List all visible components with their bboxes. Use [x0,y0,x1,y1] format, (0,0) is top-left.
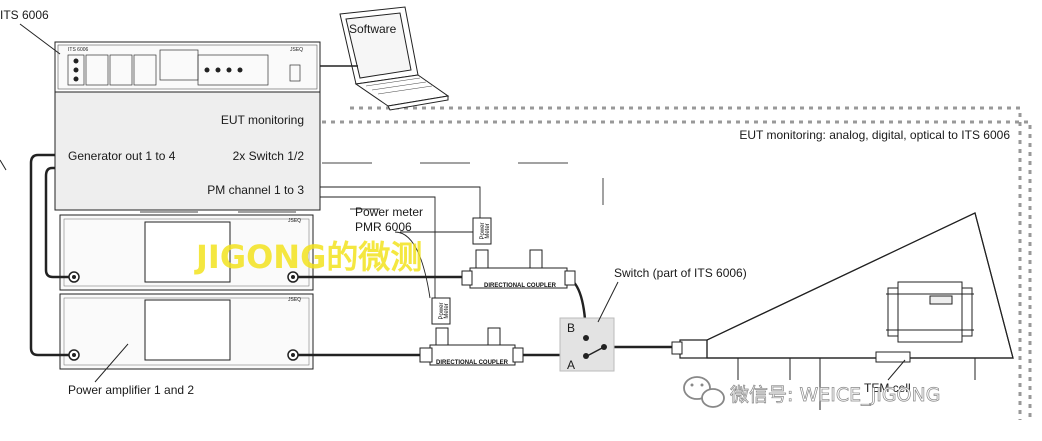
tem-leader-line [887,359,906,381]
eut-monitoring-label: EUT monitoring [221,113,304,127]
tem-cell-eut-stand [886,281,974,343]
power-meter-label-1: Power meter [355,205,423,219]
edge-tick [0,159,7,171]
switch-12-label: 2x Switch 1/2 [233,149,305,163]
generator-cables [29,153,69,357]
tem-cell-legs [737,358,976,410]
switch-b-label: B [567,321,575,335]
rf-switch: B A [559,317,615,372]
generator-out-label: Generator out 1 to 4 [68,149,176,163]
pa-leader-line [94,343,129,383]
directional-coupler-lower: DIRECTIONAL COUPLER [419,327,524,366]
brand-logo-pa2: JSEQ [288,297,301,303]
its-leader-line [19,23,61,55]
watermark-wechat: 微信号: WEICE_JIGONG [730,384,940,406]
front-panel-connectors [73,58,243,82]
switch-part-label: Switch (part of ITS 6006) [614,266,747,280]
power-meter-lower: Power Meter [431,297,451,325]
pm-upper-text-1: Power [480,222,486,239]
eut-monitoring-dotted-frame [322,106,1032,420]
pm-channel-label: PM channel 1 to 3 [207,183,304,197]
pm-lower-text-1: Power [439,302,445,319]
power-meter-upper: Power Meter [472,217,492,245]
wechat-icon [683,376,725,408]
tem-cell: TEM cell [671,212,1014,410]
its-6006-unit: ITS 6006 JSEQ EUT monitoring Generator o… [54,41,321,211]
its-6006-label: ITS 6006 [0,8,49,22]
switch-leader-line [597,281,619,323]
pm-channel-wires [320,186,481,299]
power-meter-label-2: PMR 6006 [355,220,412,234]
software-label: Software [349,22,397,36]
coupler-label-lower: DIRECTIONAL COUPLER [436,360,509,366]
dashed-separators [140,162,604,213]
front-panel-modules [67,49,301,86]
brand-logo: JSEQ [290,47,303,53]
pm-upper-text-2: Meter [485,223,491,238]
watermark-main: JIGONG的微测 [194,238,422,276]
power-amplifier-1: JSEQ [59,214,314,291]
laptop-icon [339,6,450,111]
tem-cell-label: TEM cell [864,381,911,395]
eut-monitoring-long-label: EUT monitoring: analog, digital, optical… [739,128,1010,142]
front-panel-model: ITS 6006 [68,47,89,53]
pm-lower-text-2: Meter [444,303,450,318]
brand-logo-pa1: JSEQ [288,218,301,224]
directional-coupler-upper: DIRECTIONAL COUPLER [461,249,576,289]
power-amplifier-2: JSEQ [59,293,314,370]
switch-a-label: A [567,358,575,372]
coupler-label-upper: DIRECTIONAL COUPLER [484,283,557,289]
power-amplifier-label: Power amplifier 1 and 2 [68,383,194,397]
